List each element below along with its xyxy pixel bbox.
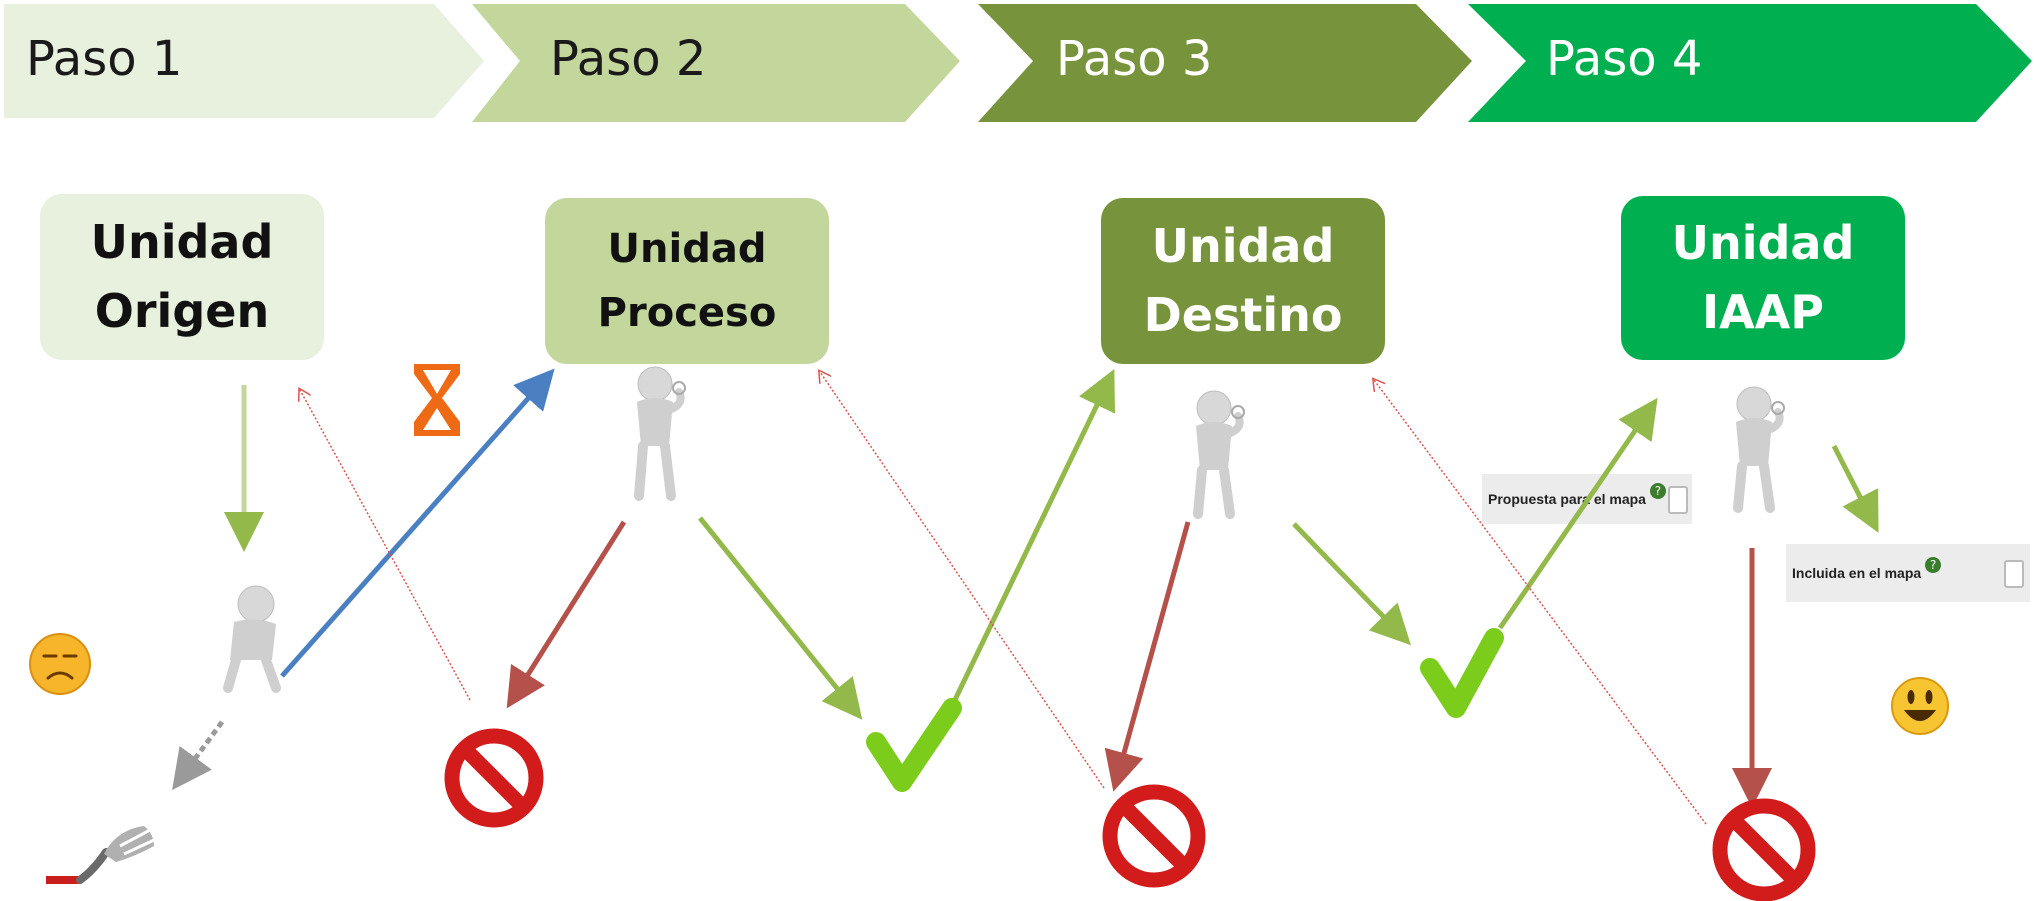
person-legs bbox=[223, 655, 281, 693]
dotted-return-to-proceso bbox=[820, 372, 1105, 789]
person-body bbox=[637, 398, 673, 446]
forbidden-bar bbox=[1727, 813, 1801, 887]
happy-face-mouth bbox=[1904, 710, 1936, 721]
happy-face-circle bbox=[1891, 677, 1949, 735]
forbidden-ring bbox=[444, 728, 544, 828]
forbidden-bar bbox=[458, 742, 530, 814]
forbidden-icon-iaap bbox=[1712, 798, 1816, 901]
fork-handle bbox=[76, 848, 110, 884]
step-1-chevron: Paso 1 bbox=[4, 4, 484, 122]
step-2-shape bbox=[472, 4, 960, 122]
person-icon-proceso bbox=[634, 366, 686, 501]
arrow-origen-to-proceso bbox=[280, 368, 555, 678]
step-3-polygon bbox=[978, 4, 1472, 122]
person-head bbox=[637, 366, 673, 402]
unit-destino-label: Unidad Destino bbox=[1143, 219, 1343, 342]
person-head bbox=[1196, 390, 1232, 426]
arrow-destino-approve bbox=[1292, 522, 1411, 646]
person-lens bbox=[1771, 401, 1785, 415]
step-4-polygon bbox=[1468, 4, 2032, 122]
arrow-proceso-approve bbox=[698, 516, 863, 720]
step-2-polygon bbox=[472, 4, 960, 122]
included-checkbox-card: Incluida en el mapa ? bbox=[1786, 544, 2030, 602]
included-checkbox[interactable] bbox=[2004, 560, 2024, 588]
forbidden-icon-destino bbox=[1102, 784, 1206, 888]
included-checkbox-label: Incluida en el mapa bbox=[1792, 565, 1922, 581]
person-body bbox=[230, 619, 276, 660]
arrow-destino-reject bbox=[1104, 521, 1191, 792]
person-lens bbox=[672, 381, 686, 395]
unit-proceso-label: Unidad Proceso bbox=[597, 226, 777, 336]
person-body bbox=[1196, 422, 1232, 470]
proposal-checkbox[interactable] bbox=[1668, 486, 1688, 514]
step-3-chevron: Paso 3 bbox=[978, 4, 1472, 122]
unit-destino-box: Unidad Destino bbox=[1101, 198, 1385, 364]
hourglass-body bbox=[414, 364, 460, 436]
person-icon-iaap bbox=[1733, 386, 1785, 513]
check-icon-destino bbox=[1420, 628, 1504, 718]
unit-proceso-box: Unidad Proceso bbox=[545, 198, 829, 364]
arrow-to-iaap bbox=[1497, 397, 1658, 630]
step-1-label: Paso 1 bbox=[26, 31, 183, 87]
happy-face-icon bbox=[1891, 677, 1949, 735]
forbidden-icon-proceso bbox=[444, 728, 544, 828]
check-icon-proceso bbox=[866, 698, 962, 792]
person-head bbox=[1736, 386, 1772, 422]
unit-origen-label: Unidad Origen bbox=[90, 215, 274, 338]
forbidden-bar bbox=[1117, 799, 1191, 873]
dotted-return-to-origen bbox=[300, 390, 471, 701]
person-icon-destino bbox=[1193, 390, 1245, 519]
unit-origen-box: Unidad Origen bbox=[40, 194, 324, 360]
step-1-shape bbox=[4, 4, 484, 118]
sad-face-icon bbox=[29, 633, 91, 695]
arrow-proceso-reject bbox=[506, 520, 627, 709]
included-help-icon[interactable]: ? bbox=[1925, 557, 1942, 573]
unit-iaap-label: Unidad IAAP bbox=[1671, 216, 1855, 339]
proposal-checkbox-label: Propuesta para el mapa bbox=[1488, 491, 1646, 507]
person-legs bbox=[1733, 461, 1775, 513]
proposal-help-icon[interactable]: ? bbox=[1649, 483, 1666, 499]
hourglass-icon bbox=[414, 364, 460, 436]
step-2-chevron: Paso 2 bbox=[472, 4, 960, 122]
person-sad-icon-origen bbox=[223, 585, 281, 693]
sad-face-circle bbox=[29, 633, 91, 695]
forbidden-ring bbox=[1712, 798, 1816, 901]
fork-base-mark bbox=[46, 876, 80, 884]
forbidden-ring bbox=[1102, 784, 1206, 888]
arrow-iaap-included bbox=[1831, 444, 1879, 533]
dotted-return-to-destino bbox=[1374, 380, 1707, 825]
step-4-shape bbox=[1468, 4, 2032, 122]
person-legs bbox=[1193, 465, 1235, 519]
arrow-to-destino bbox=[949, 368, 1115, 708]
person-head bbox=[237, 585, 275, 623]
person-body bbox=[1736, 418, 1772, 466]
step-4-label: Paso 4 bbox=[1546, 31, 1703, 87]
fork-icon bbox=[46, 826, 155, 884]
happy-face-right-eye bbox=[1925, 690, 1933, 704]
step-3-shape bbox=[978, 4, 1472, 122]
hourglass-glass bbox=[423, 370, 451, 430]
person-lens bbox=[1231, 405, 1245, 419]
unit-iaap-box: Unidad IAAP bbox=[1621, 196, 1905, 360]
happy-face-left-eye bbox=[1907, 690, 1915, 704]
step-1-polygon bbox=[4, 4, 484, 118]
step-2-label: Paso 2 bbox=[550, 31, 707, 87]
dashed-arrow-to-fork bbox=[172, 720, 225, 791]
fork-tines bbox=[119, 828, 155, 856]
sad-face-mouth bbox=[46, 671, 74, 680]
step-4-chevron: Paso 4 bbox=[1468, 4, 2034, 122]
step-3-label: Paso 3 bbox=[1056, 31, 1213, 87]
person-legs bbox=[634, 441, 676, 501]
